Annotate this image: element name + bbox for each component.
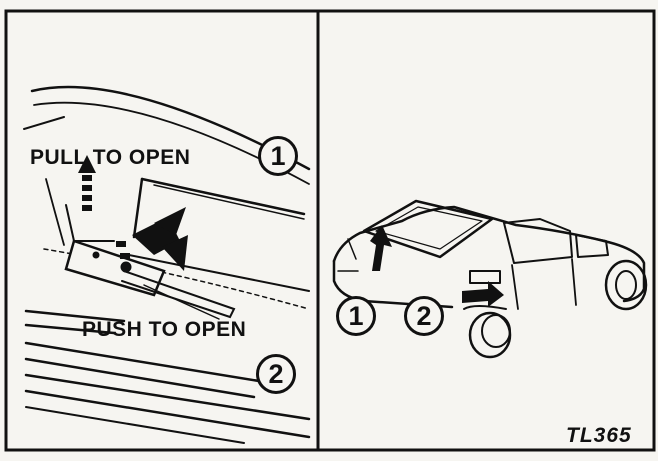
car-step-two-number: 2: [404, 296, 444, 336]
hatch-arrow: [370, 225, 392, 271]
illustration-frame: [4, 9, 656, 452]
car-illustration: [334, 201, 646, 357]
push-step-number: 2: [256, 354, 296, 394]
fuel-door-arrow: [462, 281, 504, 307]
pull-step-number: 1: [258, 136, 298, 176]
figure-code: TL365: [566, 424, 632, 448]
push-to-open-label: PUSH TO OPEN: [82, 318, 246, 342]
illustration-drawing: [4, 9, 656, 452]
top-cropped-strip: [0, 0, 658, 9]
car-step-one-number: 1: [336, 296, 376, 336]
pull-to-open-label: PULL TO OPEN: [30, 146, 190, 170]
